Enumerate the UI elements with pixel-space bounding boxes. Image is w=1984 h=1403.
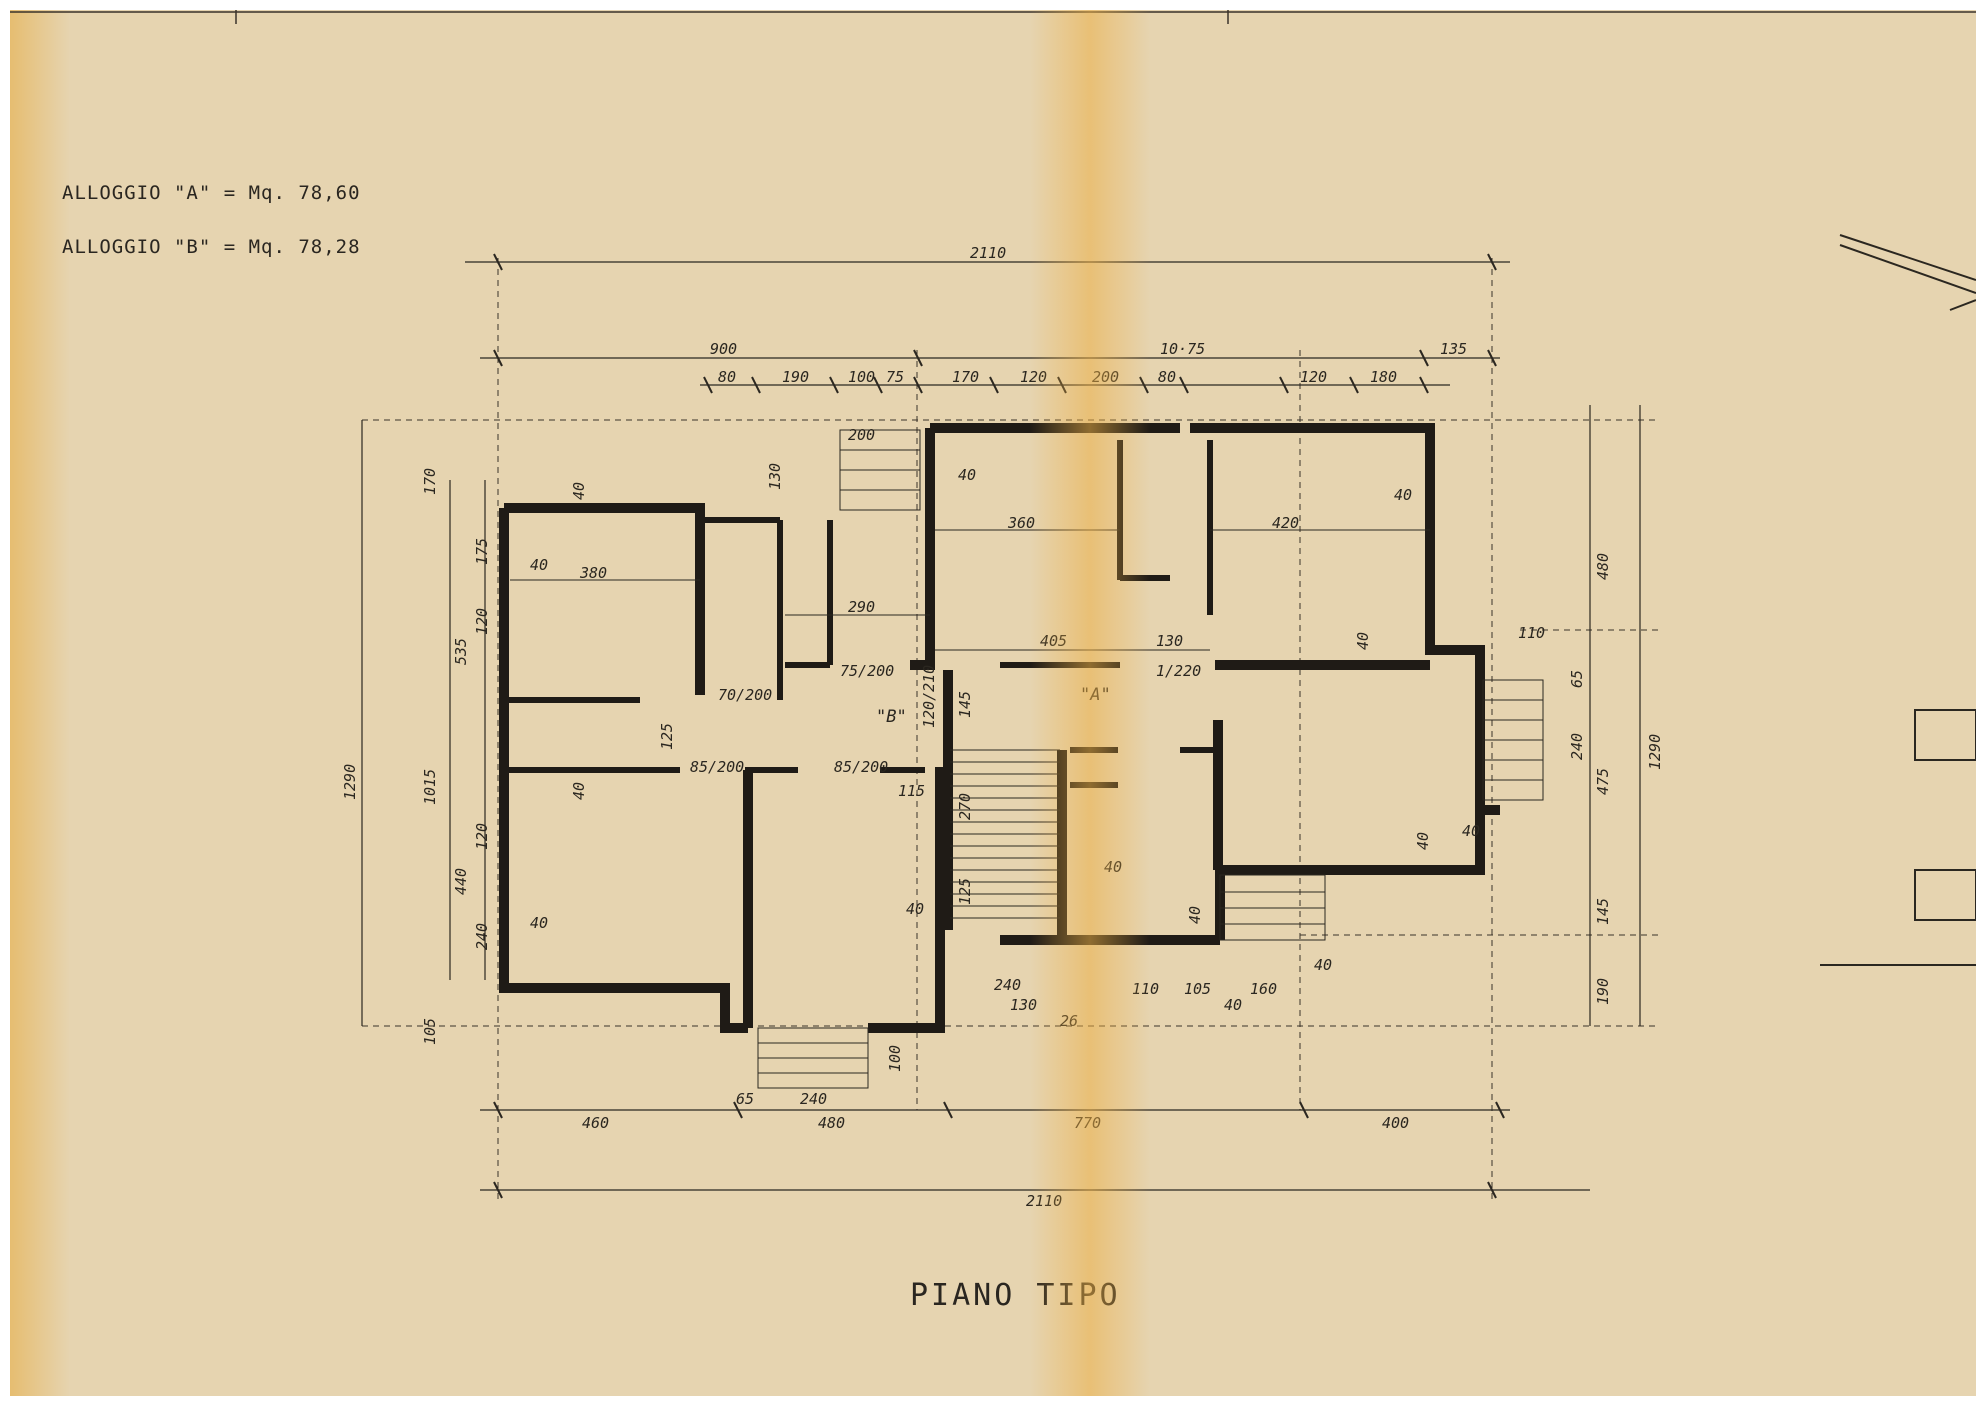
dim-top-right: 135	[1440, 340, 1467, 358]
dim-balcony-65: 65	[736, 1090, 754, 1108]
legend-alloggio-b: ALLOGGIO "B" = Mq. 78,28	[62, 236, 361, 258]
dim-wall-40-g: 40	[1462, 822, 1480, 840]
dim-balcony-240: 240	[800, 1090, 827, 1108]
dim-wall-40-b: 40	[530, 914, 548, 932]
dim-top-mid: 10·75	[1160, 340, 1205, 358]
dim-bottom-40: 40	[1224, 996, 1242, 1014]
dimension-ticks	[493, 253, 1505, 1199]
dim-wall-40-f: 40	[1104, 858, 1122, 876]
dim-left-105: 105	[421, 1018, 439, 1045]
dim-chain-8: 120	[1300, 368, 1327, 386]
sheet-frame	[10, 10, 1976, 24]
dim-right-475: 475	[1594, 768, 1612, 795]
dim-door-85-200b: 85/200	[834, 758, 888, 776]
dim-door-75-200: 75/200	[840, 662, 894, 680]
dim-right-480: 480	[1594, 553, 1612, 580]
dim-right-110: 110	[1518, 624, 1545, 642]
elevation-fragment	[1820, 234, 1976, 966]
dim-chain-3: 75	[886, 368, 904, 386]
dim-wall-40-a: 40	[530, 556, 548, 574]
dim-stair-125: 125	[956, 878, 974, 905]
dim-chain-6: 200	[1092, 368, 1119, 386]
dim-room-290: 290	[848, 598, 875, 616]
dim-small-115: 115	[898, 782, 925, 800]
dim-bottom-160: 160	[1250, 980, 1277, 998]
dim-wall-40-i: 40	[1414, 832, 1432, 850]
dim-right-190: 190	[1594, 978, 1612, 1005]
dim-left-175: 175	[473, 538, 491, 565]
dim-chain-2: 100	[848, 368, 875, 386]
dim-door-120-210: 120/210	[920, 665, 938, 728]
dim-room-360: 360	[1007, 514, 1035, 532]
dimension-lines	[361, 261, 1641, 1191]
dim-left-170: 170	[421, 468, 439, 495]
dim-small-125: 125	[658, 723, 676, 750]
dim-bottom-26: 26	[1060, 1012, 1078, 1030]
dim-left-overall: 1290	[341, 764, 359, 800]
dim-stair-145: 145	[956, 691, 974, 718]
balcony-hatching	[757, 429, 1544, 1089]
dim-wall-40-e: 40	[1394, 486, 1412, 504]
plan-title: PIANO TIPO	[910, 1278, 1121, 1313]
dim-bottom-240a: 240	[994, 976, 1021, 994]
dim-top-left: 900	[710, 340, 737, 358]
dim-bottom-0: 460	[582, 1114, 609, 1132]
dim-stair-130: 130	[766, 463, 784, 490]
dim-wall-40-c: 40	[906, 900, 924, 918]
dim-wall-40-k: 40	[570, 482, 588, 500]
dim-bottom-105: 105	[1184, 980, 1211, 998]
dim-left-440: 440	[452, 868, 470, 895]
dim-door-85-200a: 85/200	[690, 758, 744, 776]
dim-wall-40-m: 40	[1314, 956, 1332, 974]
dim-chain-0: 80	[718, 368, 736, 386]
dim-chain-7: 80	[1158, 368, 1176, 386]
dim-chain-4: 170	[952, 368, 979, 386]
dim-room-420: 420	[1272, 514, 1299, 532]
unit-label-a: "A"	[1080, 685, 1111, 705]
dim-door-70-200: 70/200	[718, 686, 772, 704]
dim-right-65: 65	[1568, 670, 1586, 688]
dim-left-1015: 1015	[421, 769, 439, 805]
dim-left-240: 240	[473, 923, 491, 950]
dim-right-overall: 1290	[1646, 734, 1664, 770]
dim-chain-9: 180	[1370, 368, 1397, 386]
dim-bottom-1: 480	[818, 1114, 845, 1132]
dim-bottom-2: 770	[1074, 1114, 1101, 1132]
dim-door-1-220: 1/220	[1156, 662, 1201, 680]
dim-room-380: 380	[579, 564, 607, 582]
dim-chain-1: 190	[782, 368, 809, 386]
dim-right-240: 240	[1568, 733, 1586, 760]
dim-bottom-110: 110	[1132, 980, 1159, 998]
dim-left-120b: 120	[473, 823, 491, 850]
dim-wall-40-h: 40	[1354, 632, 1372, 650]
dim-bottom-130: 130	[1010, 996, 1037, 1014]
unit-label-b: "B"	[876, 707, 907, 727]
exterior-walls	[499, 423, 1500, 1033]
guide-lines	[362, 258, 1660, 1200]
drawing-sheet: ALLOGGIO "A" = Mq. 78,60 ALLOGGIO "B" = …	[10, 10, 1976, 1396]
dim-room-405: 405	[1040, 632, 1067, 650]
dim-right-145: 145	[1594, 898, 1612, 925]
room-dimension-lines	[510, 529, 1430, 651]
dim-bottom-overall: 2110	[1026, 1192, 1062, 1210]
dim-chain-5: 120	[1020, 368, 1047, 386]
legend-alloggio-a: ALLOGGIO "A" = Mq. 78,60	[62, 182, 361, 204]
dim-left-535: 535	[452, 638, 470, 665]
dim-wall-40-d: 40	[958, 466, 976, 484]
dim-stair-200: 200	[848, 426, 875, 444]
dim-stair-270: 270	[956, 793, 974, 820]
dim-bottom-3: 400	[1382, 1114, 1409, 1132]
dim-balcony-100: 100	[886, 1045, 904, 1072]
dim-wall-40-j: 40	[570, 782, 588, 800]
dim-wall-40-l: 40	[1186, 906, 1204, 924]
dim-room-130: 130	[1156, 632, 1183, 650]
floor-plan: 2110 900 10·75 135 80 190 100 75 170 120…	[10, 10, 1976, 1210]
dim-left-120a: 120	[473, 608, 491, 635]
dim-top-overall: 2110	[970, 244, 1006, 262]
